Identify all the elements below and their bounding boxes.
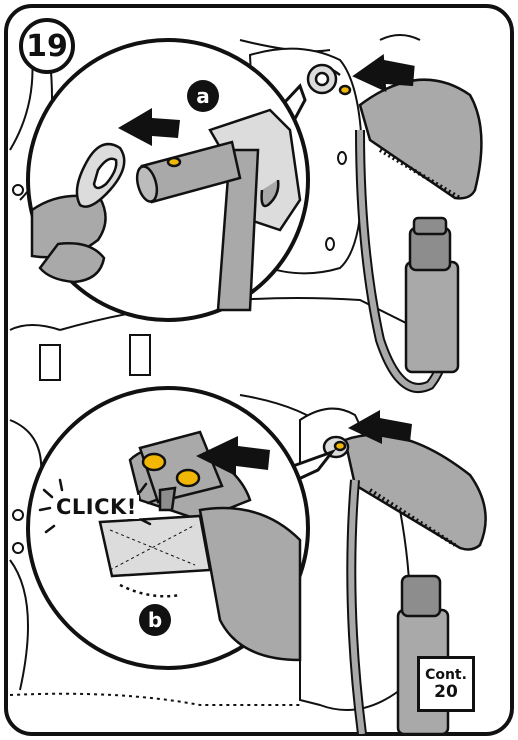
- callout-label-b: b: [139, 604, 171, 636]
- step-number: 19: [26, 29, 68, 64]
- callout-label-a: a: [187, 80, 219, 112]
- click-sound-label: CLICK!: [54, 495, 139, 519]
- continue-step-number: 20: [434, 683, 458, 702]
- zoom-circle-a: [28, 40, 308, 320]
- step-number-badge: 19: [19, 18, 75, 74]
- continue-badge: Cont. 20: [417, 656, 475, 712]
- continue-label: Cont.: [425, 667, 467, 683]
